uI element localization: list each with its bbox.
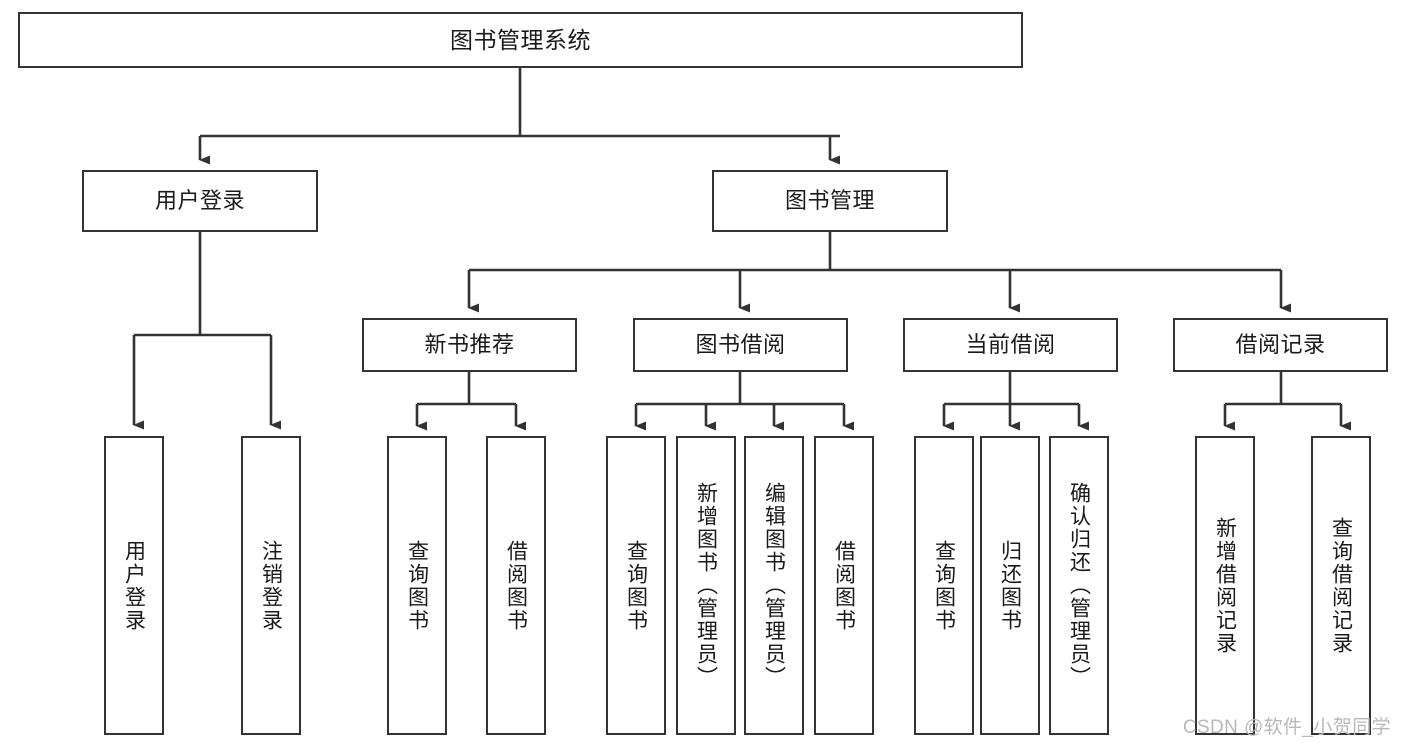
node-leaf-borrow-book[interactable]: 借阅图书 — [814, 436, 874, 735]
node-book-borrow[interactable]: 图书借阅 — [633, 318, 848, 372]
node-user-login[interactable]: 用户登录 — [82, 170, 318, 232]
node-leaf-logout[interactable]: 注销登录 — [241, 436, 301, 735]
node-leaf-add-borrow-record[interactable]: 新增借阅记录 — [1195, 436, 1255, 735]
node-leaf-add-book-admin[interactable]: 新增图书（管理员） — [676, 436, 736, 735]
node-label: 查询图书 — [405, 539, 429, 632]
node-borrow-record[interactable]: 借阅记录 — [1173, 318, 1388, 372]
node-label: 归还图书 — [998, 539, 1022, 632]
node-leaf-query-book-recommend[interactable]: 查询图书 — [387, 436, 447, 735]
node-label: 当前借阅 — [965, 331, 1056, 357]
node-leaf-edit-book-admin[interactable]: 编辑图书（管理员） — [744, 436, 804, 735]
node-label: 查询图书 — [624, 539, 648, 632]
node-label: 用户登录 — [122, 539, 146, 632]
node-label: 图书管理 — [784, 187, 875, 213]
node-label: 确认归还（管理员） — [1067, 482, 1091, 689]
node-leaf-return-book[interactable]: 归还图书 — [980, 436, 1040, 735]
node-label: 图书借阅 — [695, 331, 786, 357]
node-label: 图书管理系统 — [450, 26, 591, 53]
node-new-book-recommend[interactable]: 新书推荐 — [362, 318, 577, 372]
node-label: 新书推荐 — [424, 331, 515, 357]
node-current-borrow[interactable]: 当前借阅 — [903, 318, 1118, 372]
node-root-system[interactable]: 图书管理系统 — [18, 12, 1023, 68]
node-leaf-query-book-current[interactable]: 查询图书 — [914, 436, 974, 735]
node-label: 借阅图书 — [504, 539, 528, 632]
node-label: 查询借阅记录 — [1329, 516, 1353, 655]
node-label: 编辑图书（管理员） — [762, 482, 786, 689]
node-label: 用户登录 — [154, 187, 245, 213]
node-label: 新增借阅记录 — [1213, 516, 1237, 655]
node-label: 新增图书（管理员） — [694, 482, 718, 689]
node-leaf-confirm-return-admin[interactable]: 确认归还（管理员） — [1049, 436, 1109, 735]
node-label: 借阅记录 — [1235, 331, 1326, 357]
node-leaf-query-book-borrow[interactable]: 查询图书 — [606, 436, 666, 735]
node-label: 查询图书 — [932, 539, 956, 632]
node-book-management[interactable]: 图书管理 — [712, 170, 948, 232]
node-leaf-user-login[interactable]: 用户登录 — [104, 436, 164, 735]
node-leaf-query-borrow-record[interactable]: 查询借阅记录 — [1311, 436, 1371, 735]
node-label: 注销登录 — [259, 539, 283, 632]
node-label: 借阅图书 — [832, 539, 856, 632]
node-leaf-borrow-book-recommend[interactable]: 借阅图书 — [486, 436, 546, 735]
